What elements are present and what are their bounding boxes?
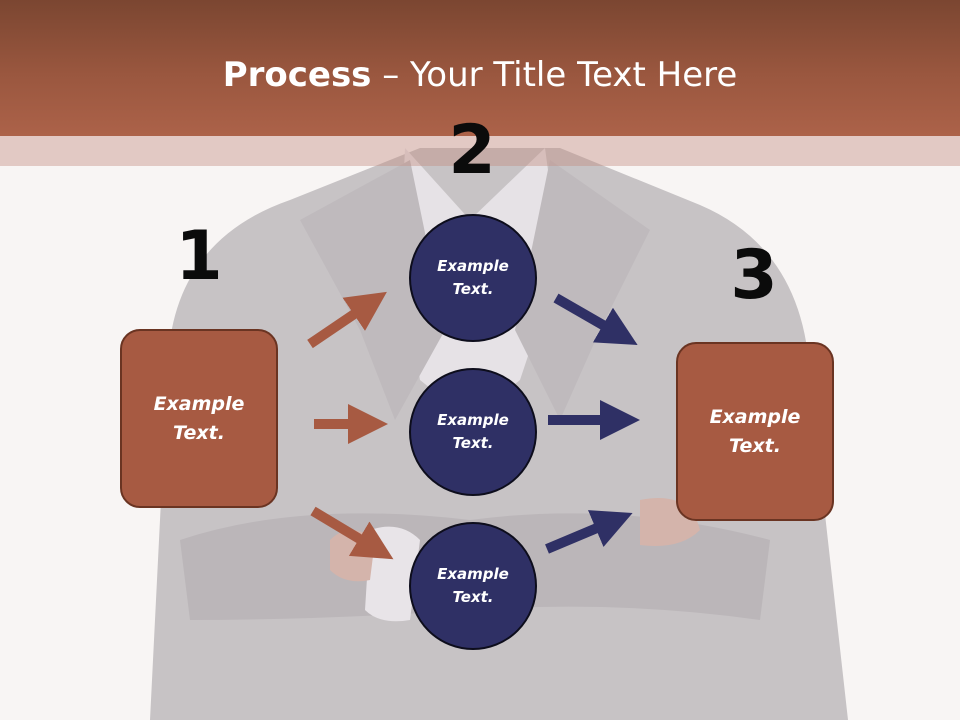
circle-bottom: Example Text. xyxy=(409,522,537,650)
circle-bottom-label: Example Text. xyxy=(437,565,509,606)
arrow-1-to-top xyxy=(307,291,387,349)
title-bar xyxy=(0,0,960,136)
arrow-1-to-bottom xyxy=(310,506,394,560)
arrow-top-to-3 xyxy=(553,293,638,345)
lapel-right xyxy=(515,160,650,420)
step-1-box: Example Text. xyxy=(120,329,278,508)
step-3-label: Example Text. xyxy=(709,405,801,457)
arrow-bottom-to-3 xyxy=(545,510,633,554)
title-rest: – Your Title Text Here xyxy=(371,55,738,95)
step-number-1: 1 xyxy=(175,217,223,296)
slide-title: Process – Your Title Text Here xyxy=(0,52,960,98)
circle-top: Example Text. xyxy=(409,214,537,342)
circle-middle: Example Text. xyxy=(409,368,537,496)
step-3-box: Example Text. xyxy=(676,342,834,521)
lapel-left xyxy=(300,160,445,420)
step-number-2: 2 xyxy=(448,111,496,190)
step-1-label: Example Text. xyxy=(153,392,245,444)
title-bold: Process xyxy=(222,55,372,95)
step-number-3: 3 xyxy=(730,236,778,315)
circle-top-label: Example Text. xyxy=(437,257,509,298)
title-band xyxy=(0,136,960,166)
circle-middle-label: Example Text. xyxy=(437,411,509,452)
